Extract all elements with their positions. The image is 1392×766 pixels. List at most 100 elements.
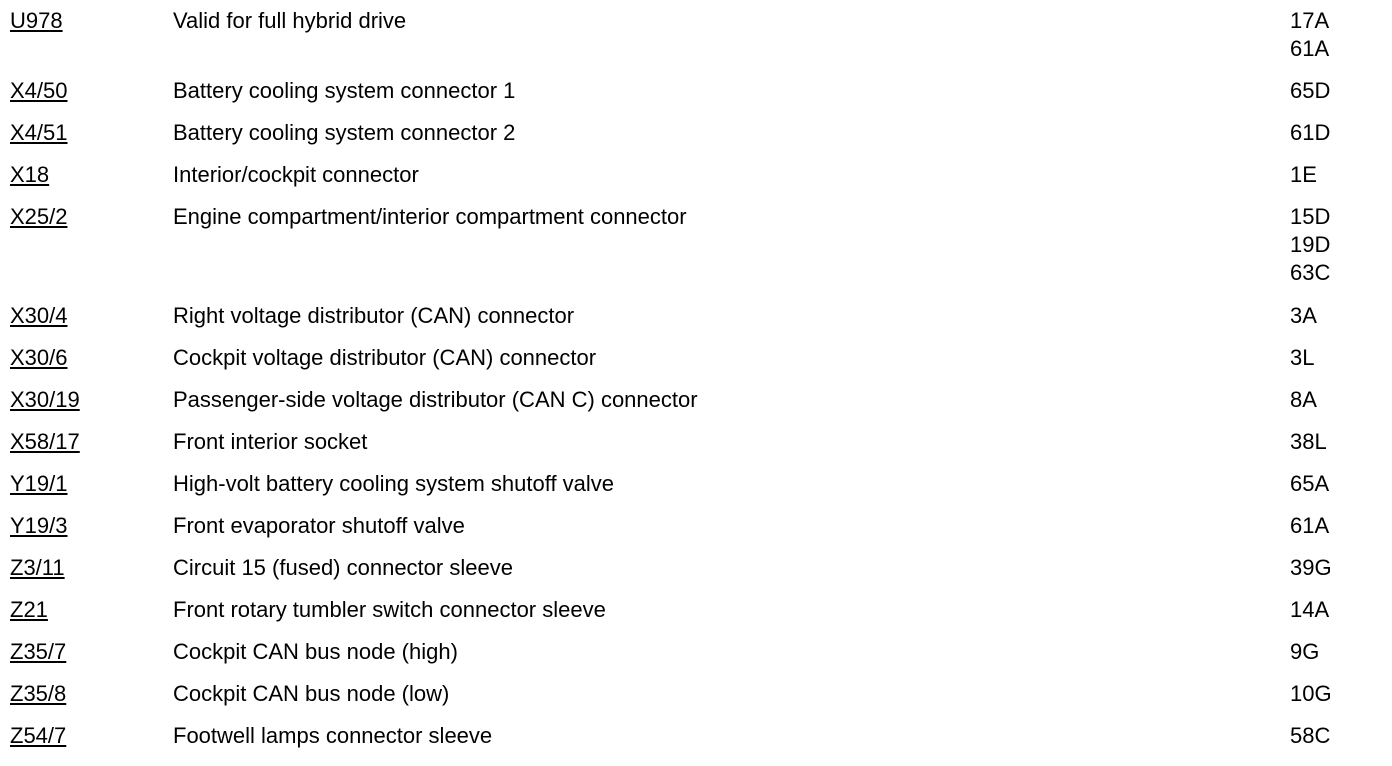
component-code-cell: X58/17 (0, 428, 173, 456)
component-code-link[interactable]: Y19/3 (10, 513, 68, 538)
component-code-cell: X25/2 (0, 203, 173, 231)
legend-row: X30/6 Cockpit voltage distributor (CAN) … (0, 344, 1392, 372)
component-description: Engine compartment/interior compartment … (173, 204, 687, 229)
grid-reference: 10G (1290, 681, 1332, 706)
component-code-link[interactable]: X30/4 (10, 303, 68, 328)
component-description: Cockpit CAN bus node (high) (173, 639, 458, 664)
component-code-cell: X30/4 (0, 302, 173, 330)
component-description: Cockpit CAN bus node (low) (173, 681, 450, 706)
grid-reference-list: 61D (1290, 119, 1392, 147)
component-code-cell: X4/51 (0, 119, 173, 147)
component-code-cell: Y19/3 (0, 512, 173, 540)
component-description: Footwell lamps connector sleeve (173, 723, 493, 748)
component-code-link[interactable]: X30/19 (10, 387, 80, 412)
component-description: Right voltage distributor (CAN) connecto… (173, 303, 575, 328)
legend-row: X58/17 Front interior socket 38L (0, 428, 1392, 456)
legend-row: X30/19 Passenger-side voltage distributo… (0, 386, 1392, 414)
grid-reference-list: 8A (1290, 386, 1392, 414)
component-description: Battery cooling system connector 2 (173, 120, 516, 145)
component-code-link[interactable]: Z35/7 (10, 639, 67, 664)
legend-row: Z21 Front rotary tumbler switch connecto… (0, 596, 1392, 624)
grid-reference: 1E (1290, 162, 1317, 187)
legend-row: X25/2 Engine compartment/interior compar… (0, 203, 1392, 287)
component-code-cell: U978 (0, 7, 173, 35)
component-code-link[interactable]: U978 (10, 8, 63, 33)
component-code-cell: Z35/7 (0, 638, 173, 666)
grid-reference: 39G (1290, 555, 1332, 580)
grid-reference: 3L (1290, 345, 1315, 370)
component-code-link[interactable]: Z3/11 (10, 555, 65, 580)
legend-row: Z35/7 Cockpit CAN bus node (high) 9G (0, 638, 1392, 666)
legend-row: X30/4 Right voltage distributor (CAN) co… (0, 302, 1392, 330)
component-description: Interior/cockpit connector (173, 162, 419, 187)
component-description: Circuit 15 (fused) connector sleeve (173, 555, 513, 580)
component-description: Passenger-side voltage distributor (CAN … (173, 387, 698, 412)
grid-reference-list: 9G (1290, 638, 1392, 666)
component-code-cell: Z3/11 (0, 554, 173, 582)
grid-reference-list: 58C (1290, 722, 1392, 750)
grid-reference: 61A (1290, 36, 1330, 61)
legend-row: Y19/1 High-volt battery cooling system s… (0, 470, 1392, 498)
grid-reference: 3A (1290, 303, 1317, 328)
component-code-link[interactable]: X30/6 (10, 345, 68, 370)
component-description: Battery cooling system connector 1 (173, 78, 516, 103)
component-description: Front evaporator shutoff valve (173, 513, 465, 538)
component-code-link[interactable]: X4/50 (10, 78, 68, 103)
grid-reference: 61D (1290, 120, 1331, 145)
grid-reference: 65A (1290, 471, 1330, 496)
component-code-link[interactable]: X58/17 (10, 429, 80, 454)
grid-reference-list: 14A (1290, 596, 1392, 624)
grid-reference-list: 65A (1290, 470, 1392, 498)
legend-row: Y19/3 Front evaporator shutoff valve 61A (0, 512, 1392, 540)
grid-reference-list: 10G (1290, 680, 1392, 708)
grid-reference-list: 3L (1290, 344, 1392, 372)
legend-row: Z35/8 Cockpit CAN bus node (low) 10G (0, 680, 1392, 708)
component-code-link[interactable]: Z35/8 (10, 681, 67, 706)
grid-reference: 15D (1290, 204, 1331, 229)
component-description: Front rotary tumbler switch connector sl… (173, 597, 606, 622)
grid-reference: 65D (1290, 78, 1331, 103)
grid-reference: 17A (1290, 8, 1330, 33)
component-code-link[interactable]: X25/2 (10, 204, 68, 229)
component-code-link[interactable]: Z21 (10, 597, 48, 622)
legend-row: X18 Interior/cockpit connector 1E (0, 161, 1392, 189)
component-description: Cockpit voltage distributor (CAN) connec… (173, 345, 597, 370)
grid-reference: 63C (1290, 260, 1331, 285)
component-code-cell: X18 (0, 161, 173, 189)
component-code-link[interactable]: X18 (10, 162, 50, 187)
grid-reference-list: 38L (1290, 428, 1392, 456)
grid-reference: 58C (1290, 723, 1331, 748)
grid-reference-list: 61A (1290, 512, 1392, 540)
component-description: Front interior socket (173, 429, 368, 454)
component-code-cell: X30/19 (0, 386, 173, 414)
component-code-cell: Y19/1 (0, 470, 173, 498)
grid-reference-list: 65D (1290, 77, 1392, 105)
legend-row: Z54/7 Footwell lamps connector sleeve 58… (0, 722, 1392, 750)
legend-row: Z3/11 Circuit 15 (fused) connector sleev… (0, 554, 1392, 582)
grid-reference: 9G (1290, 639, 1320, 664)
component-code-link[interactable]: Y19/1 (10, 471, 68, 496)
grid-reference-list: 3A (1290, 302, 1392, 330)
component-code-cell: Z35/8 (0, 680, 173, 708)
component-code-cell: Z21 (0, 596, 173, 624)
grid-reference: 19D (1290, 232, 1331, 257)
legend-row: X4/50 Battery cooling system connector 1… (0, 77, 1392, 105)
grid-reference: 8A (1290, 387, 1317, 412)
grid-reference-list: 1E (1290, 161, 1392, 189)
grid-reference-list: 15D 19D 63C (1290, 203, 1392, 287)
grid-reference: 61A (1290, 513, 1330, 538)
component-code-cell: X30/6 (0, 344, 173, 372)
component-code-cell: X4/50 (0, 77, 173, 105)
component-code-link[interactable]: Z54/7 (10, 723, 67, 748)
component-code-link[interactable]: X4/51 (10, 120, 68, 145)
component-description: Valid for full hybrid drive (173, 8, 407, 33)
component-description: High-volt battery cooling system shutoff… (173, 471, 615, 496)
grid-reference-list: 39G (1290, 554, 1392, 582)
grid-reference: 38L (1290, 429, 1327, 454)
grid-reference: 14A (1290, 597, 1330, 622)
component-code-cell: Z54/7 (0, 722, 173, 750)
